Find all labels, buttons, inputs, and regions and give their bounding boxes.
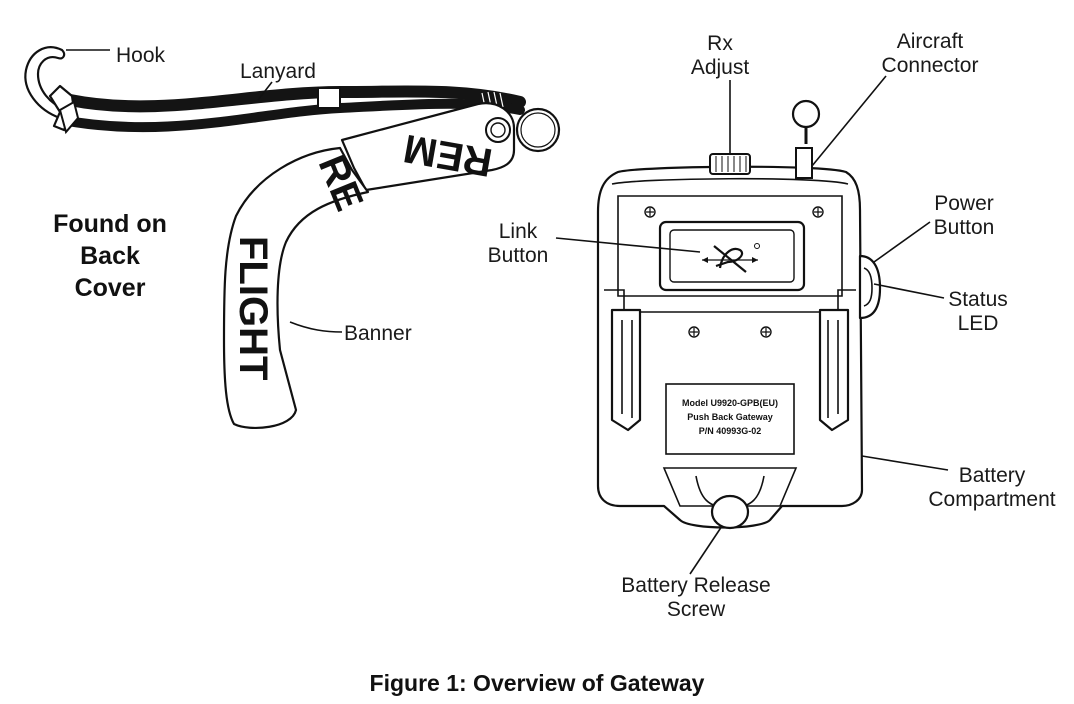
label-power-line2: Button (934, 216, 995, 239)
link-button (669, 229, 795, 283)
label-link-line2: Button (488, 244, 549, 267)
split-ring-inner (520, 112, 556, 148)
label-status-line2: LED (958, 312, 999, 335)
gateway-device: Model U9920-GPB(EU) Push Back Gateway P/… (596, 99, 882, 530)
aircraft-connector (795, 147, 813, 179)
leader-battery-release (689, 525, 723, 575)
model-plate-line2: Push Back Gateway (687, 412, 773, 422)
label-link-line1: Link (499, 220, 538, 243)
leader-link-button (555, 237, 701, 253)
callout-labels: Hook Lanyard Banner Found on Back Cover … (53, 30, 1056, 621)
label-release-line2: Screw (667, 598, 726, 621)
model-plate-line3: P/N 40993G-02 (699, 426, 762, 436)
leader-lanyard (257, 81, 273, 101)
label-aircraft-line1: Aircraft (897, 30, 964, 53)
label-lanyard: Lanyard (240, 60, 316, 83)
screw-top-right-icon (812, 206, 824, 218)
screw-mid-right-icon (760, 326, 772, 338)
battery-compartment-door (662, 467, 798, 507)
status-led (863, 267, 873, 307)
label-status-line1: Status (948, 288, 1008, 311)
leader-banner (289, 321, 343, 333)
remove-before-flight-banner: REM RE FLIGHT (222, 102, 516, 430)
label-release-line1: Battery Release (621, 574, 770, 597)
link-logo-icon (702, 243, 760, 273)
banner-eyelet-hole (490, 122, 506, 138)
label-found-line2: Back (80, 242, 140, 270)
label-power-line1: Power (934, 192, 994, 215)
lanyard (57, 85, 561, 153)
banner-text-flight: FLIGHT (231, 236, 275, 380)
leader-lines (66, 49, 949, 575)
label-aircraft-line2: Connector (882, 54, 979, 77)
hook (24, 46, 80, 135)
split-ring (515, 107, 561, 153)
battery-release-screw (710, 494, 750, 530)
device-frame-step (604, 289, 856, 313)
label-battery-comp-line1: Battery (959, 464, 1026, 487)
left-clip (610, 308, 642, 432)
device-top-rim (611, 177, 849, 185)
figure-caption: Figure 1: Overview of Gateway (369, 670, 705, 696)
leader-power-button (873, 221, 931, 263)
banner-lower (222, 146, 370, 430)
model-plate (665, 383, 795, 455)
label-hook: Hook (116, 44, 166, 67)
label-found-line1: Found on (53, 210, 167, 238)
label-rx-line1: Rx (707, 32, 733, 55)
lanyard-stitching (481, 91, 504, 108)
hook-body (58, 100, 80, 135)
power-button (858, 254, 882, 320)
hook-clip (24, 46, 68, 120)
lanyard-slider (317, 87, 341, 109)
leader-aircraft-connector (811, 75, 887, 167)
leader-battery-compartment (861, 455, 949, 471)
label-battery-comp-line2: Compartment (928, 488, 1055, 511)
screw-mid-left-icon (688, 326, 700, 338)
rx-knob-knurl (715, 156, 747, 172)
device-inner-frame (617, 195, 843, 297)
label-found-line3: Cover (75, 274, 146, 302)
screw-top-left-icon (644, 206, 656, 218)
leader-status-led (873, 283, 945, 299)
antenna-tip (791, 99, 821, 129)
label-banner: Banner (344, 322, 412, 345)
label-rx-line2: Adjust (691, 56, 750, 79)
banner-upper (340, 102, 516, 192)
model-plate-line1: Model U9920-GPB(EU) (682, 398, 778, 408)
right-clip (818, 308, 850, 432)
